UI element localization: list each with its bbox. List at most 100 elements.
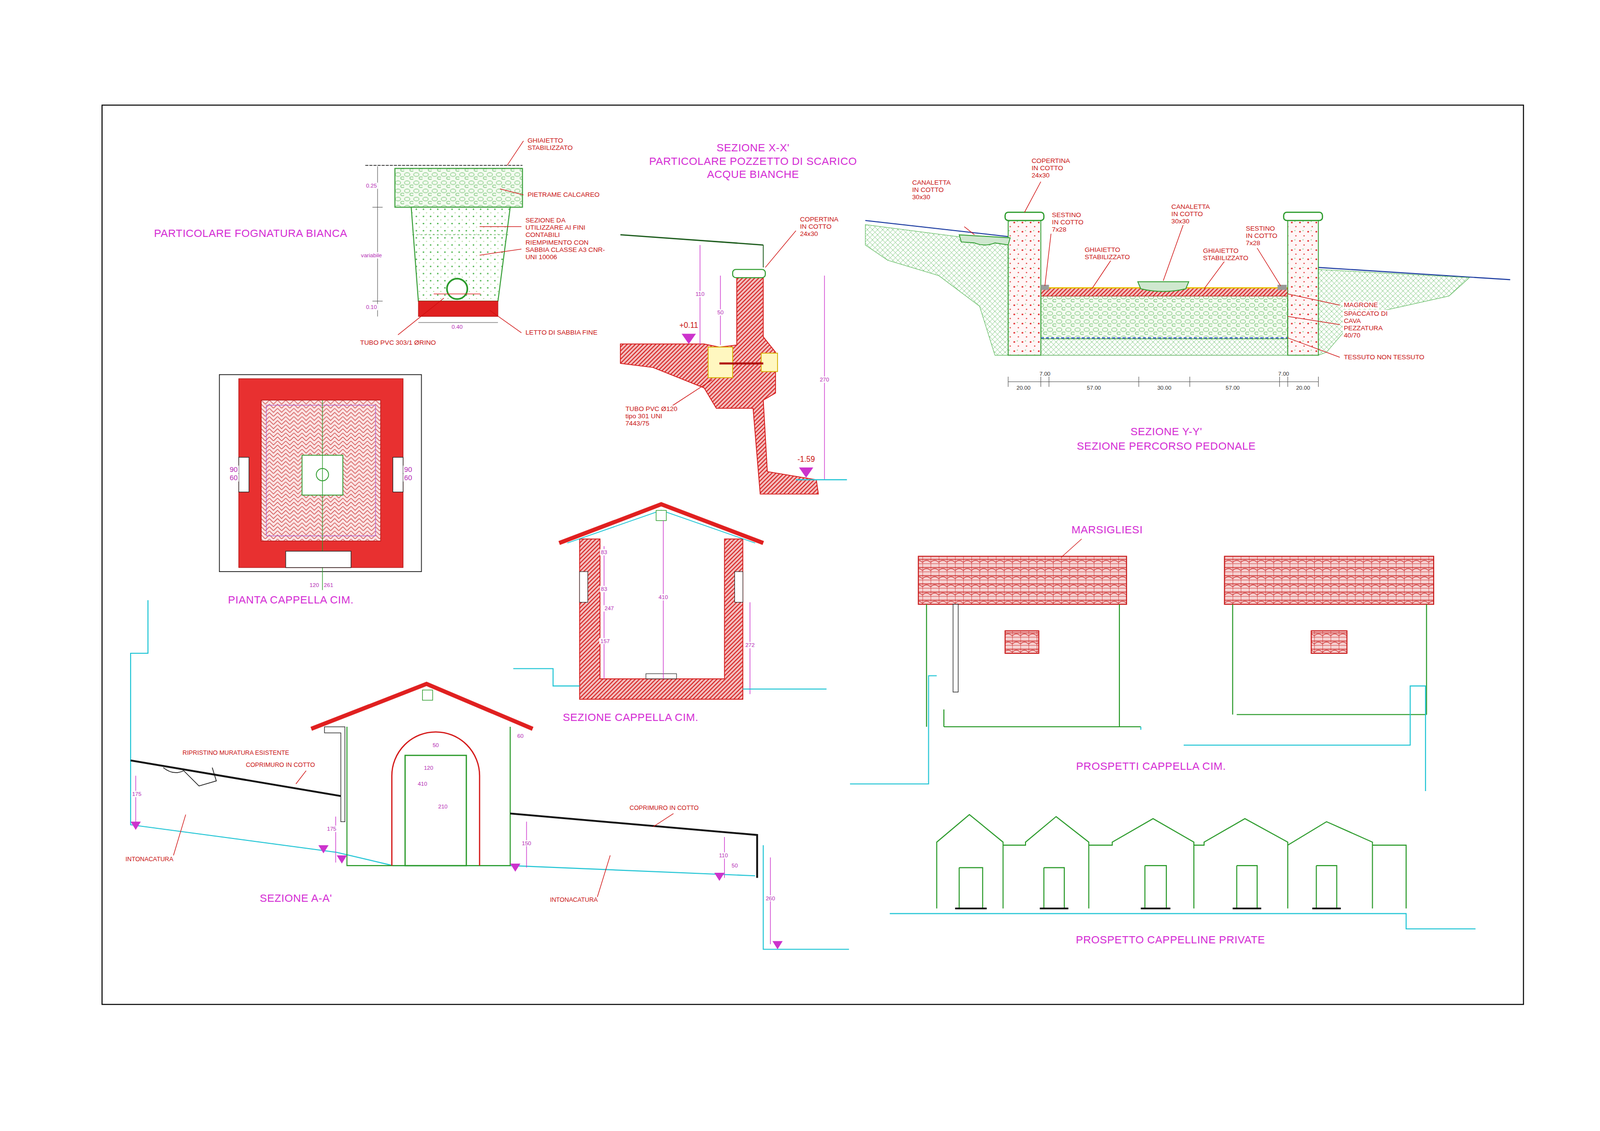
drawing-part xyxy=(620,270,819,494)
drawing-part xyxy=(347,726,511,866)
drawing-part xyxy=(734,571,743,602)
annotation-label: SESTINO IN COTTO 7x28 xyxy=(1051,211,1088,234)
drawing-title: SEZIONE Y-Y' xyxy=(1129,425,1204,438)
annotation-label: TUBO PVC 303/1 ØRINO xyxy=(359,339,438,347)
drawing-part xyxy=(130,600,756,876)
dimension-label: 7.00 xyxy=(1277,370,1291,377)
drawing-part xyxy=(798,467,814,478)
drawing-part xyxy=(163,767,217,786)
drawing-part xyxy=(1041,295,1289,339)
dimension-label: 0.25 xyxy=(365,182,379,190)
drawing-part xyxy=(761,352,778,372)
annotation-label: -1.59 xyxy=(796,455,816,464)
annotation-label: INTONACATURA xyxy=(548,896,599,904)
sewer-detail xyxy=(365,140,524,335)
drawing-part xyxy=(959,234,1011,246)
drawing-part xyxy=(1224,556,1434,605)
annotation-label: MAGRONE xyxy=(1342,301,1380,309)
dimension-label: 60 xyxy=(516,733,525,740)
annotation-label: COPRIMURO IN COTTO xyxy=(628,805,700,812)
drawing-part xyxy=(285,551,352,568)
drawing-part xyxy=(732,269,766,278)
annotation-label: SESTINO IN COTTO 7x28 xyxy=(1245,224,1282,247)
drawing-part xyxy=(372,206,383,208)
dimension-label: 0.10 xyxy=(365,304,379,311)
drawing-part xyxy=(1041,337,1289,339)
dimension-label: 60 xyxy=(228,473,239,482)
drawing-part xyxy=(513,668,827,690)
drawing-part xyxy=(926,604,1141,727)
chapel-plan xyxy=(219,374,422,590)
annotation-label: SPACCATO DI CAVA PEZZATURA 40/70 xyxy=(1342,309,1401,339)
dimension-label: 7.00 xyxy=(1038,370,1052,377)
dimension-label: 0.40 xyxy=(450,323,464,330)
drawing-part xyxy=(603,520,750,695)
drawing-title: MARSIGLIESI xyxy=(1070,523,1144,536)
drawing-part xyxy=(510,863,521,872)
drawing-part xyxy=(1005,212,1044,221)
annotation-label: COPERTINA IN COTTO 24x30 xyxy=(1030,157,1073,180)
drawing-part xyxy=(964,181,1340,358)
chapel-elevations xyxy=(850,539,1434,792)
drawing-part xyxy=(889,913,1476,929)
drawing-part xyxy=(763,845,850,950)
dimension-label: 260 xyxy=(764,895,777,902)
drawing-title: SEZIONE PERCORSO PEDONALE xyxy=(1075,440,1257,452)
drawing-part xyxy=(620,234,764,246)
drawing-part xyxy=(1005,631,1040,654)
drawing-part xyxy=(405,755,467,866)
drawing-part xyxy=(1041,338,1289,356)
drawing-part xyxy=(377,166,378,317)
drawing-part xyxy=(579,571,588,602)
drawing-part xyxy=(1311,631,1348,654)
annotation-label: GHIAIETTO STABILIZZATO xyxy=(526,136,570,152)
drawing-part xyxy=(953,604,959,693)
dimension-label: 90 xyxy=(403,465,413,474)
drawing-part xyxy=(318,845,329,854)
dimension-label: 410 xyxy=(416,780,428,788)
drain-pit-section xyxy=(620,230,847,495)
drawing-part xyxy=(446,278,468,299)
annotation-label: SEZIONE DA UTILIZZARE AI FINI CONTABILI xyxy=(524,216,603,239)
drawing-title: PARTICOLARE POZZETTO DI SCARICO xyxy=(648,155,859,167)
dimension-label: 150 xyxy=(520,839,532,847)
drawing-part xyxy=(1137,281,1189,292)
drawing-part xyxy=(1318,269,1470,355)
drawing-title: PROSPETTO CAPPELLINE PRIVATE xyxy=(1074,934,1266,946)
drawing-title: SEZIONE CAPPELLA CIM. xyxy=(561,711,700,724)
drawing-part xyxy=(1277,284,1287,291)
annotation-label: PIETRAME CALCAREO xyxy=(526,191,601,199)
dimension-label: 261 xyxy=(322,581,335,588)
drawing-part xyxy=(954,907,1341,910)
dimension-label: 120 xyxy=(423,764,435,771)
drawing-title: PIANTA CAPPELLA CIM. xyxy=(226,594,355,606)
drawing-part xyxy=(959,865,1337,909)
drawing-part xyxy=(130,821,141,830)
drawing-part xyxy=(558,504,764,544)
sheet-frame xyxy=(102,104,1524,1005)
drawing-title: ACQUE BIANCHE xyxy=(705,168,800,181)
drawing-part xyxy=(412,234,510,235)
drawing-part xyxy=(238,457,250,493)
annotation-label: INTONACATURA xyxy=(124,856,175,864)
drawing-part xyxy=(1232,604,1427,715)
dimension-label: 157 xyxy=(599,637,611,645)
annotation-label: COPRIMURO IN COTTO xyxy=(245,762,317,769)
annotation-label: CANALETTA IN COTTO 30x30 xyxy=(1170,203,1214,226)
drawing-part xyxy=(936,814,1407,909)
drawing-part xyxy=(645,673,677,679)
chapel-section xyxy=(513,504,827,700)
dimension-label: 90 xyxy=(228,465,239,474)
annotation-label: +0.11 xyxy=(678,321,700,330)
footpath-section xyxy=(865,181,1511,387)
dimension-label: 20.00 xyxy=(1015,384,1032,392)
dimension-label: 50 xyxy=(730,862,739,869)
drawing-part xyxy=(397,140,524,335)
annotation-label: RIPRISTINO MURATURA ESISTENTE xyxy=(181,749,291,757)
drawing-part xyxy=(336,855,347,864)
annotation-label: GHIAIETTO STABILIZZATO xyxy=(1083,245,1132,261)
drawing-title: PROSPETTI CAPPELLA CIM. xyxy=(1075,760,1228,773)
annotation-label: TESSUTO NON TESSUTO xyxy=(1342,353,1426,361)
dimension-label: 110 xyxy=(718,852,729,859)
